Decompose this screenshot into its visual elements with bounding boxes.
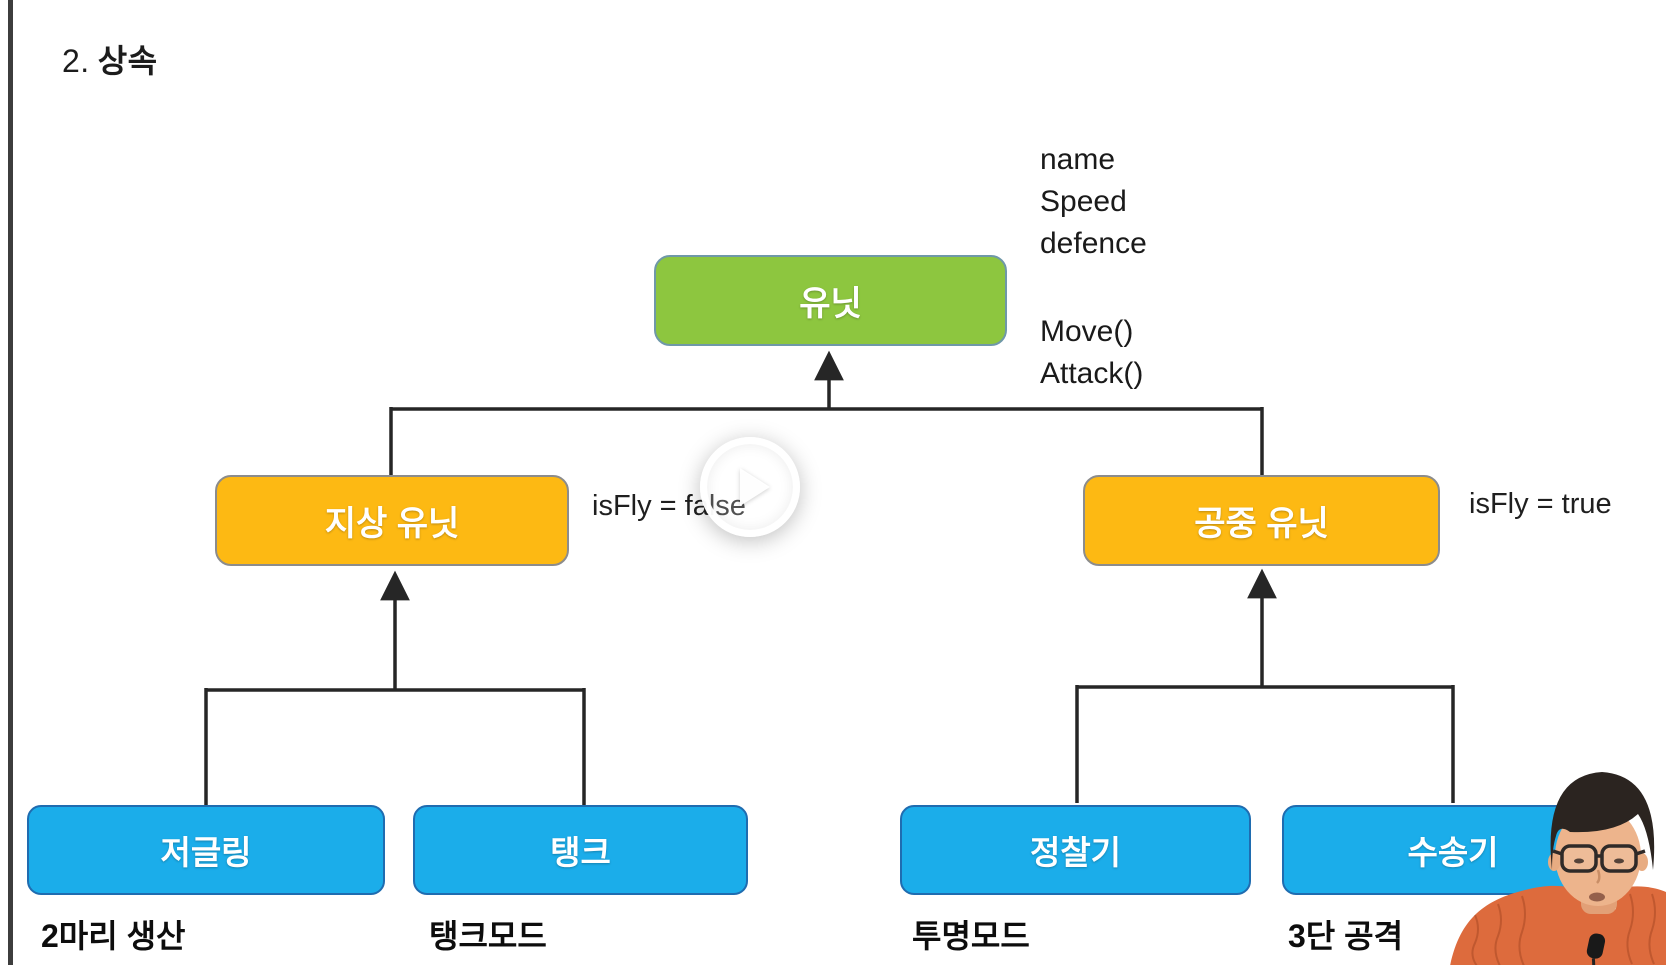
- attribute-speed: Speed: [1040, 185, 1127, 218]
- presenter-sweater: [1450, 885, 1666, 965]
- class-box-transport-label: 수송기: [1407, 834, 1499, 871]
- page-title: 2.상속: [62, 36, 158, 82]
- microphone-icon: [1586, 933, 1606, 965]
- class-box-zergling-label: 저글링: [160, 834, 252, 871]
- presenter-mouth: [1589, 892, 1605, 902]
- caption-tank: 탱크모드: [429, 918, 547, 954]
- class-box-scout: 정찰기: [900, 805, 1251, 895]
- caption-transport: 3단 공격: [1288, 918, 1404, 954]
- annotation-isfly-true: isFly = true: [1469, 488, 1612, 520]
- presenter-hair: [1550, 772, 1655, 870]
- class-box-ground-unit-label: 지상 유닛: [324, 505, 460, 543]
- class-box-tank-label: 탱크: [550, 834, 611, 871]
- webcam-presenter: [1450, 772, 1666, 965]
- class-box-zergling: 저글링: [27, 805, 385, 895]
- class-box-air-unit: 공중 유닛: [1083, 475, 1440, 566]
- class-box-scout-label: 정찰기: [1029, 834, 1122, 871]
- class-box-tank: 탱크: [413, 805, 748, 895]
- caption-scout: 투명모드: [912, 918, 1030, 954]
- method-attack: Attack(): [1040, 357, 1144, 390]
- left-edge-divider: [8, 0, 13, 965]
- class-box-unit: 유닛: [654, 255, 1007, 346]
- method-move: Move(): [1040, 315, 1134, 348]
- class-box-air-unit-label: 공중 유닛: [1194, 505, 1329, 543]
- attribute-name: name: [1040, 143, 1116, 176]
- attribute-defence: defence: [1040, 227, 1147, 260]
- unit-attributes-list: name Speed defence: [1040, 139, 1147, 265]
- title-number: 2.: [62, 43, 90, 79]
- play-icon: [739, 468, 770, 506]
- play-button[interactable]: [700, 437, 800, 537]
- caption-zergling: 2마리 생산: [41, 918, 186, 954]
- unit-methods-list: Move() Attack(): [1040, 311, 1143, 395]
- class-box-ground-unit: 지상 유닛: [215, 475, 569, 566]
- class-box-unit-label: 유닛: [799, 285, 862, 323]
- title-text: 상속: [97, 43, 158, 79]
